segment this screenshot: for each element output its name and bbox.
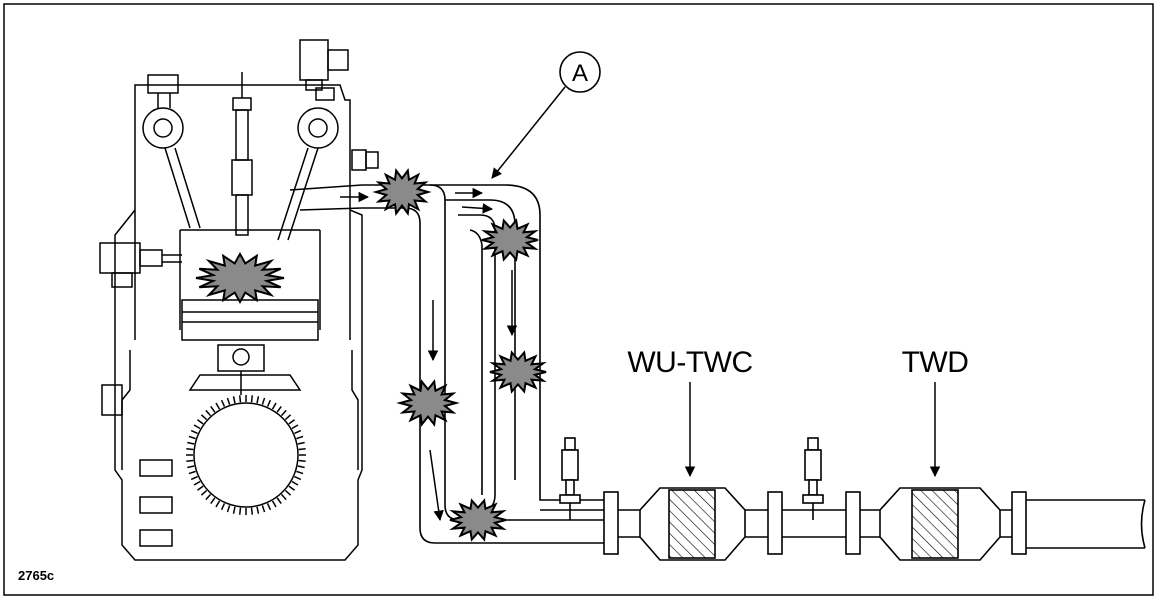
crank-tooth: [291, 480, 299, 486]
crank-tooth: [238, 395, 242, 403]
crank-tooth: [296, 470, 304, 475]
crank-tooth: [256, 396, 260, 404]
crank-tooth: [226, 505, 231, 513]
crank-wheel: [193, 402, 299, 508]
crank-tooth: [261, 505, 266, 513]
crank-tooth: [210, 497, 216, 504]
crank-tooth: [197, 485, 204, 491]
spark-plug: [232, 97, 252, 111]
crank-tooth: [186, 447, 194, 451]
flange: [1011, 491, 1027, 555]
crank-tooth: [186, 459, 194, 463]
crank-tooth: [298, 459, 306, 463]
oxygen-sensor-downstream: [802, 437, 824, 520]
knock-sensor: [99, 242, 141, 274]
crank-tooth: [276, 406, 282, 413]
crank-tooth: [210, 406, 216, 413]
crank-tooth: [298, 447, 306, 451]
crank-tooth: [232, 506, 236, 514]
crank-tooth: [220, 503, 226, 511]
crank-tooth: [294, 475, 302, 481]
crank-tooth: [190, 475, 198, 481]
callout-a: A: [491, 51, 601, 179]
crank-tooth: [215, 500, 221, 508]
crank-tooth: [190, 429, 198, 435]
crank-tooth: [205, 493, 212, 501]
combustion-burst: [195, 251, 285, 305]
engine-cross-section: [99, 39, 379, 561]
crank-tooth: [193, 480, 201, 486]
crank-tooth: [200, 489, 208, 496]
crank-tooth: [250, 395, 254, 403]
crank-tooth: [297, 465, 305, 469]
crank-tooth: [288, 485, 295, 491]
crank-tooth: [187, 465, 195, 469]
crank-tooth: [291, 424, 299, 430]
callout-a-label: A: [572, 60, 588, 87]
figure-id: 2765c: [18, 568, 54, 583]
crank-tooth: [284, 414, 292, 421]
combustion-bursts: [195, 168, 547, 542]
combustion-burst: [489, 350, 547, 394]
crank-tooth: [188, 470, 196, 475]
diagram-border: [3, 3, 1154, 596]
crank-tooth: [280, 493, 287, 501]
crank-tooth: [266, 503, 272, 511]
crank-tooth: [226, 397, 231, 405]
crank-tooth: [297, 441, 305, 445]
crank-tooth: [193, 424, 201, 430]
wu-twc-label: WU-TWC: [627, 346, 752, 379]
exhaust-line: [559, 437, 1146, 561]
crank-tooth: [276, 497, 282, 504]
crank-tooth: [271, 402, 277, 410]
crank-tooth: [232, 396, 236, 404]
crank-tooth: [284, 489, 292, 496]
twd-label: TWD: [902, 346, 969, 379]
flange: [767, 491, 783, 555]
crank-tooth: [261, 397, 266, 405]
crank-tooth: [215, 402, 221, 410]
crank-tooth: [250, 507, 254, 515]
flange: [603, 491, 619, 555]
flange: [845, 491, 861, 555]
combustion-burst: [481, 218, 539, 262]
crank-tooth: [205, 409, 212, 417]
crank-tooth: [238, 507, 242, 515]
crank-tooth: [200, 414, 208, 421]
exhaust-camshaft: [297, 107, 339, 149]
crank-wheel-teeth: [186, 395, 306, 515]
crank-tooth: [256, 506, 260, 514]
crank-tooth: [188, 435, 196, 440]
crank-tooth: [271, 500, 277, 508]
combustion-burst: [449, 498, 507, 542]
oxygen-sensor-upstream: [559, 437, 581, 520]
crank-tooth: [187, 441, 195, 445]
crank-tooth: [294, 429, 302, 435]
combustion-burst: [372, 168, 432, 216]
crank-tooth: [296, 435, 304, 440]
crank-tooth: [197, 419, 204, 425]
crank-tooth: [220, 399, 226, 407]
flow-arrows: [340, 187, 518, 522]
combustion-burst: [396, 379, 460, 427]
crank-tooth: [266, 399, 272, 407]
crank-tooth: [288, 419, 295, 425]
intake-camshaft: [142, 107, 184, 149]
crank-tooth: [280, 409, 287, 417]
